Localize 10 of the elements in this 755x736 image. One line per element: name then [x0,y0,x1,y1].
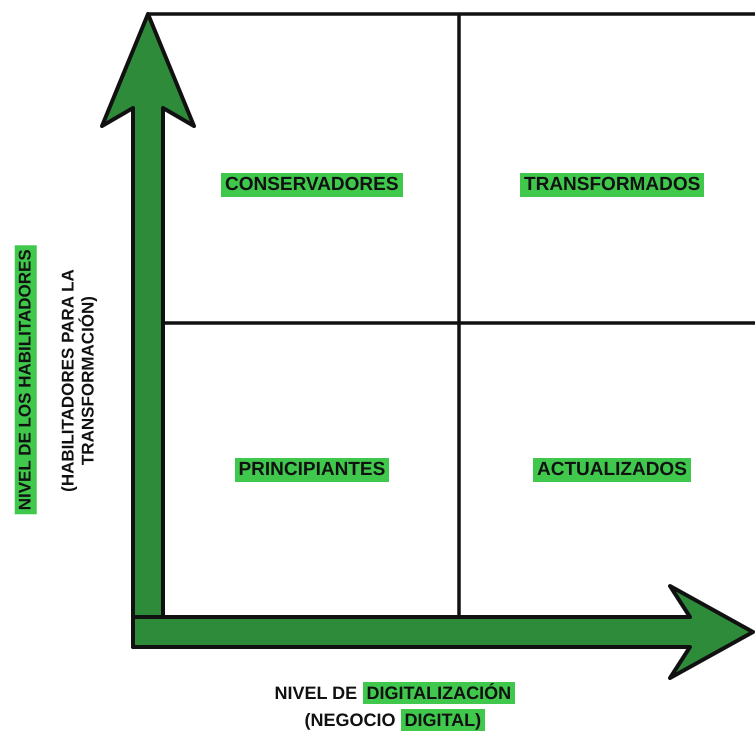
quadrant-label: PRINCIPIANTES [234,458,390,482]
axis-title: NIVEL DE [274,682,358,704]
axis-subtitle: (NEGOCIO [304,710,396,730]
axis-subtitle: DIGITAL) [400,708,486,732]
axis-title: NIVEL DE LOS HABILITADORES [14,245,36,514]
quadrant-label: CONSERVADORES [221,173,402,197]
quadrant-label: TRANSFORMADOS [520,173,704,197]
axis-title: DIGITALIZACIÓN [362,682,516,704]
quadrant-label: ACTUALIZADOS [533,458,691,482]
axis-subtitle: (HABILITADORES PARA LA TRANSFORMACIÓN) [58,268,98,494]
